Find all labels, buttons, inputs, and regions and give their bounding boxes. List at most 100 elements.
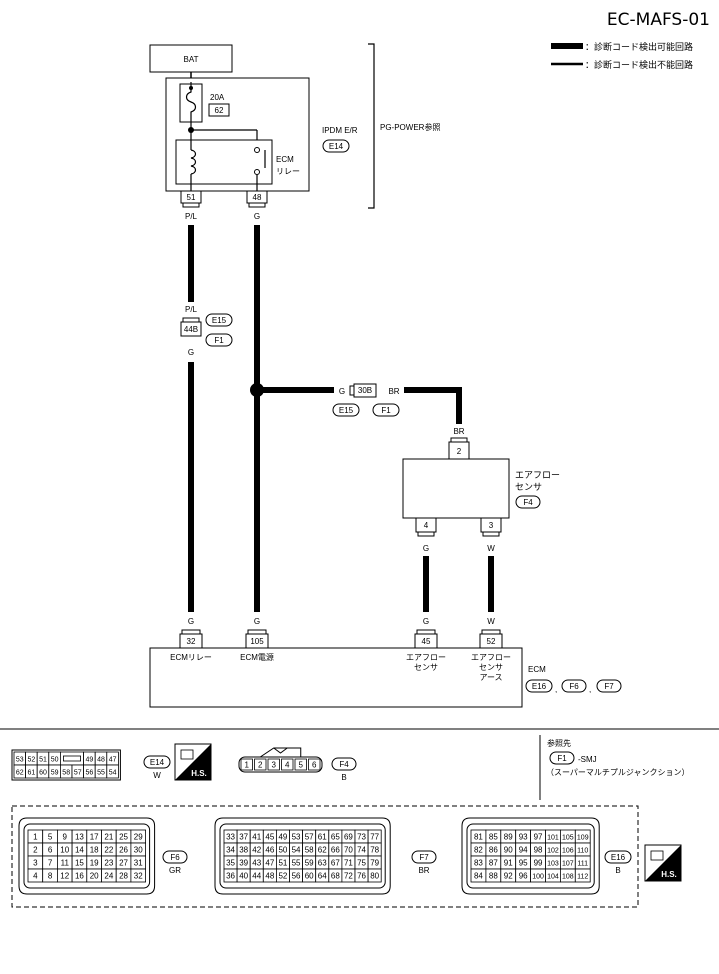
ecm-conn-e16[interactable]: E16 <box>525 679 553 693</box>
svg-text:1: 1 <box>245 761 250 770</box>
f6-pin: 19 <box>86 855 102 870</box>
f7-pin: 51 <box>275 855 290 870</box>
f7-pin: 71 <box>341 855 356 870</box>
f6-pin: 26 <box>115 842 132 857</box>
wire-label-pl-2: P/L <box>185 305 198 314</box>
junction-30b-conn-e15[interactable]: E15 <box>332 403 360 417</box>
f6-pin: 15 <box>71 855 88 870</box>
f7-pin: 66 <box>328 842 343 857</box>
ipdm-connector-badge[interactable]: E14 <box>322 139 350 153</box>
f7-pin: 39 <box>236 855 251 870</box>
svg-text:70: 70 <box>344 845 353 854</box>
f7-color: BR <box>418 866 429 875</box>
f6-pin: 24 <box>101 868 117 883</box>
junction-30b-conn-f1[interactable]: F1 <box>372 403 400 417</box>
wire-label-g-1: G <box>254 212 260 221</box>
f7-pin: 60 <box>302 868 317 883</box>
ecm-conn-f7[interactable]: F7 <box>596 679 622 693</box>
f7-pin: 48 <box>262 868 277 883</box>
ref-description: （スーパーマルチプルジャンクション） <box>546 768 690 777</box>
e16-pin: 105 <box>560 829 576 844</box>
svg-text:88: 88 <box>489 871 498 880</box>
f6-pin: 28 <box>115 868 132 883</box>
e14-pin: 62 <box>13 764 27 779</box>
ecm-pin-number: 45 <box>422 637 431 646</box>
e16-badge[interactable]: E16 <box>604 850 632 864</box>
ecm: G32ECMリレーG105ECM電源G45エアフローセンサW52エアフローセンサ… <box>149 617 622 708</box>
e14-pin: 50 <box>48 751 61 766</box>
ecm-name: ECM <box>528 665 546 674</box>
svg-text:7: 7 <box>48 858 53 867</box>
svg-text:62: 62 <box>16 770 24 777</box>
e16-pin: 96 <box>515 868 532 883</box>
junction-44b-conn-f1[interactable]: F1 <box>205 333 233 347</box>
ipdm-pin-51: 51 <box>187 193 196 202</box>
junction-44b-conn-e15[interactable]: E15 <box>205 313 233 327</box>
svg-text:18: 18 <box>90 845 99 854</box>
e14-pin: 52 <box>25 751 38 766</box>
f7-pin: 38 <box>236 842 251 857</box>
svg-text:1: 1 <box>33 832 38 841</box>
svg-text:F7: F7 <box>604 682 614 691</box>
svg-text:90: 90 <box>504 845 513 854</box>
afm-connector-badge[interactable]: F4 <box>515 495 541 509</box>
ecm-conn-f6[interactable]: F6 <box>561 679 587 693</box>
f6-badge[interactable]: F6 <box>162 850 188 864</box>
e14-pin: 60 <box>36 764 50 779</box>
svg-text:F1: F1 <box>214 336 224 345</box>
ecm-pin-label: エアフロー <box>471 653 511 662</box>
f6-pin: 20 <box>86 868 102 883</box>
f6-pin: 4 <box>27 868 44 883</box>
svg-text:42: 42 <box>252 845 261 854</box>
e16-pin: 110 <box>574 842 591 857</box>
svg-text:47: 47 <box>265 858 274 867</box>
e14-pin: 57 <box>71 764 85 779</box>
f6-pin: 32 <box>130 868 146 883</box>
e16-pin: 98 <box>530 842 546 857</box>
svg-text:F4: F4 <box>523 498 533 507</box>
f7-badge[interactable]: F7 <box>411 850 437 864</box>
f6-pin: 27 <box>115 855 132 870</box>
ipdm-name: IPDM E/R <box>322 126 358 135</box>
svg-text:53: 53 <box>292 832 301 841</box>
svg-text:21: 21 <box>104 832 113 841</box>
e14-badge[interactable]: E14 <box>143 755 171 769</box>
svg-text:E16: E16 <box>532 682 547 691</box>
svg-text:53: 53 <box>16 757 24 764</box>
svg-text:E14: E14 <box>329 142 344 151</box>
f6-pin: 22 <box>101 842 117 857</box>
ref-f1-badge[interactable]: F1 <box>549 751 575 765</box>
f7-pin: 53 <box>289 829 304 844</box>
relay-label-1: ECM <box>276 155 294 164</box>
hs-icon-e16: H.S. <box>644 844 682 882</box>
svg-text:15: 15 <box>75 858 84 867</box>
e16-pin: 103 <box>545 855 561 870</box>
svg-text:69: 69 <box>344 832 353 841</box>
ecm-pin-label: アース <box>479 673 502 682</box>
ecm-pin-wire-label: G <box>188 617 194 626</box>
f7-pin: 40 <box>236 868 251 883</box>
svg-text:28: 28 <box>119 871 128 880</box>
f7-pin: 59 <box>302 855 317 870</box>
e16-pin: 82 <box>470 842 487 857</box>
ipdm-bracket <box>368 43 375 209</box>
f7-pin: 68 <box>328 868 343 883</box>
relay-label-2: リレー <box>276 167 300 176</box>
afm-box <box>402 458 510 519</box>
f7-pin: 36 <box>223 868 238 883</box>
svg-text:103: 103 <box>547 860 559 867</box>
ecm-pin-number: 32 <box>187 637 196 646</box>
f4-badge[interactable]: F4 <box>331 757 357 771</box>
svg-text:F1: F1 <box>557 754 567 763</box>
svg-text:8: 8 <box>48 871 53 880</box>
e16-pin: 104 <box>545 868 561 883</box>
f6-pin: 7 <box>42 855 58 870</box>
fuse-amp: 20A <box>210 93 225 102</box>
f7-pin: 62 <box>315 842 330 857</box>
svg-text:2: 2 <box>258 761 263 770</box>
relay-contact-bottom <box>254 169 260 175</box>
ecm-pin-wire-label: G <box>254 617 260 626</box>
e14-pin: 49 <box>83 751 96 766</box>
svg-text:57: 57 <box>74 770 82 777</box>
